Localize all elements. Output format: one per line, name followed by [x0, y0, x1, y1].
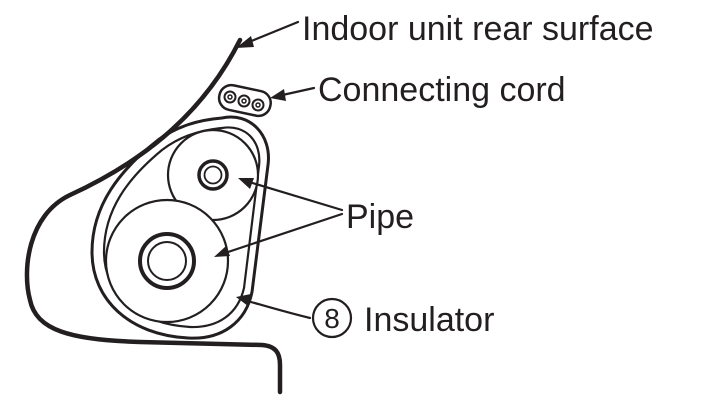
leader-pipe-upper [238, 178, 344, 212]
pipe-large-outer [104, 198, 230, 324]
label-pipe: Pipe [346, 198, 414, 236]
pipe-large-ring [138, 232, 196, 290]
connecting-cord-wires [223, 90, 265, 112]
leader-connecting-cord [270, 86, 316, 101]
pipe-large-core [147, 241, 187, 281]
label-insulator-number: 8 [324, 303, 340, 334]
leader-pipe-lower [214, 212, 344, 257]
label-connecting-cord: Connecting cord [318, 71, 566, 109]
pipe-small-core [203, 165, 223, 185]
pipe-small-ring [197, 159, 229, 191]
insulator-number-circle [311, 297, 353, 339]
label-rear-surface: Indoor unit rear surface [302, 10, 654, 48]
insulator-outer [90, 115, 270, 340]
label-insulator: Insulator [364, 301, 494, 339]
leader-insulator [236, 294, 312, 320]
leader-rear-surface [236, 20, 300, 48]
